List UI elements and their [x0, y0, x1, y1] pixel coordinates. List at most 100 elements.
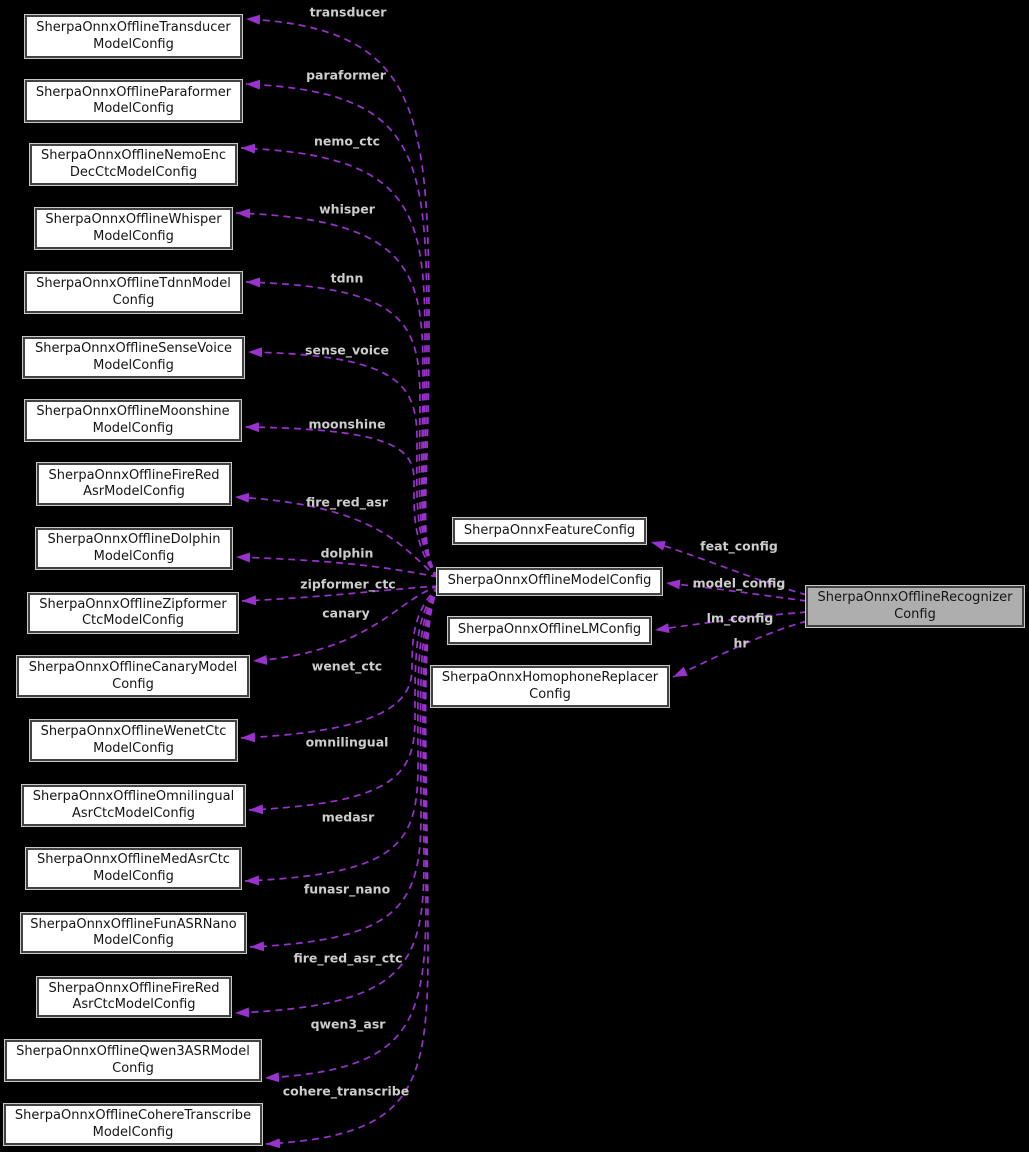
edge-sense-voice — [247, 347, 439, 579]
node-label-line: SherpaOnnxOfflineWenetCtc — [40, 724, 227, 740]
edge-label-fire-red-asr-ctc: fire_red_asr_ctc — [293, 950, 403, 966]
node-label-line: SherpaOnnxOfflineDolphin — [47, 532, 221, 548]
node-label-line: ModelConfig — [93, 357, 174, 373]
edge-lm-config — [654, 611, 808, 634]
node-sense-voice-model-config[interactable]: SherpaOnnxOfflineSenseVoice ModelConfig — [23, 337, 244, 378]
node-fire-red-asr-ctc-model-config[interactable]: SherpaOnnxOfflineFireRed AsrCtcModelConf… — [37, 977, 231, 1017]
node-label-line: SherpaOnnxOfflineOmnilingual — [32, 789, 235, 805]
node-moonshine-model-config[interactable]: SherpaOnnxOfflineMoonshine ModelConfig — [25, 400, 241, 441]
node-label-line: SherpaOnnxOfflineFireRed — [48, 467, 220, 483]
node-label-line: SherpaOnnxOfflineMedAsrCtc — [37, 852, 230, 868]
node-label-line: SherpaOnnxOfflineLMConfig — [457, 622, 642, 638]
edge-label-transducer: transducer — [309, 4, 387, 20]
node-wenet-ctc-model-config[interactable]: SherpaOnnxOfflineWenetCtc ModelConfig — [30, 720, 237, 761]
node-label-line: SherpaOnnxOfflineCohereTranscribe — [14, 1108, 252, 1124]
node-label-line: ModelConfig — [92, 420, 174, 436]
node-cohere-transcribe-model-config[interactable]: SherpaOnnxOfflineCohereTranscribe ModelC… — [4, 1104, 262, 1145]
node-offline-recognizer-config[interactable]: SherpaOnnxOfflineRecognizer Config — [806, 586, 1024, 627]
node-qwen3-asr-model-config[interactable]: SherpaOnnxOfflineQwen3ASRModel Config — [5, 1040, 261, 1081]
node-fun-asr-nano-model-config[interactable]: SherpaOnnxOfflineFunASRNano ModelConfig — [21, 913, 246, 953]
edge-label-omnilingual: omnilingual — [305, 734, 389, 750]
edge-label-feat-config: feat_config — [700, 538, 778, 554]
node-label-line: Config — [112, 292, 155, 308]
edge-tdnn — [245, 277, 439, 579]
edge-cohere-transcribe — [265, 585, 440, 1149]
node-nemo-enc-dec-ctc-model-config[interactable]: SherpaOnnxOfflineNemoEnc DecCtcModelConf… — [30, 144, 237, 185]
edge-nemo-ctc — [240, 143, 439, 579]
edge-medasr — [244, 585, 440, 886]
edge-model-config — [665, 579, 808, 602]
node-label-line: Config — [112, 676, 154, 692]
edge-label-moonshine: moonshine — [308, 416, 386, 432]
node-whisper-model-config[interactable]: SherpaOnnxOfflineWhisper ModelConfig — [35, 208, 232, 249]
node-label-line: SherpaOnnxOfflineFunASRNano — [30, 916, 237, 932]
edge-canary — [252, 585, 440, 665]
node-feature-config[interactable]: SherpaOnnxFeatureConfig — [453, 518, 646, 544]
edge-feat-config — [650, 541, 808, 596]
node-label-line: SherpaOnnxOfflineRecognizer — [817, 590, 1013, 606]
node-label-line: SherpaOnnxOfflineTdnnModel — [36, 276, 231, 292]
edge-fire-red-asr-ctc — [234, 585, 440, 1018]
edge-label-model-config: model_config — [692, 575, 786, 591]
node-label-line: SherpaOnnxOfflineCanaryModel — [28, 660, 238, 676]
node-label-line: SherpaOnnxOfflineMoonshine — [36, 404, 230, 420]
node-label-line: ModelConfig — [93, 36, 174, 52]
node-offline-lm-config[interactable]: SherpaOnnxOfflineLMConfig — [448, 617, 651, 644]
node-label-line: AsrModelConfig — [83, 484, 185, 499]
edge-label-whisper: whisper — [319, 201, 375, 217]
edge-fire-red-asr — [234, 492, 439, 579]
edge-label-tdnn: tdnn — [330, 270, 364, 286]
node-omnilingual-asr-ctc-model-config[interactable]: SherpaOnnxOfflineOmnilingual AsrCtcModel… — [22, 785, 245, 826]
edge-label-canary: canary — [322, 605, 370, 621]
edge-wenet-ctc — [240, 585, 440, 743]
node-label-line: AsrCtcModelConfig — [71, 805, 196, 821]
node-label-line: SherpaOnnxHomophoneReplacer — [441, 670, 659, 686]
node-label-line: SherpaOnnxOfflineZipformer — [39, 596, 227, 612]
edge-label-hr: hr — [733, 635, 749, 651]
node-label-line: ModelConfig — [92, 1124, 174, 1140]
edge-qwen3-asr — [264, 585, 440, 1083]
edge-moonshine — [244, 422, 439, 579]
edge-label-zipformer-ctc: zipformer_ctc — [300, 576, 396, 592]
node-label-line: SherpaOnnxFeatureConfig — [463, 522, 636, 538]
node-label-line: Config — [529, 686, 571, 702]
node-med-asr-ctc-model-config[interactable]: SherpaOnnxOfflineMedAsrCtc ModelConfig — [26, 848, 241, 889]
node-paraformer-model-config[interactable]: SherpaOnnxOfflineParaformer ModelConfig — [25, 80, 242, 122]
node-tdnn-model-config[interactable]: SherpaOnnxOfflineTdnnModel Config — [25, 272, 242, 313]
edge-hr — [672, 620, 808, 678]
node-transducer-model-config[interactable]: SherpaOnnxOfflineTransducer ModelConfig — [25, 15, 242, 58]
edge-label-funasr-nano: funasr_nano — [303, 881, 391, 897]
edge-label-nemo-ctc: nemo_ctc — [313, 133, 381, 149]
node-label-line: SherpaOnnxOfflineWhisper — [45, 212, 222, 228]
node-canary-model-config[interactable]: SherpaOnnxOfflineCanaryModel Config — [17, 656, 249, 697]
edge-paraformer — [245, 79, 439, 579]
edge-funasr-nano — [249, 585, 440, 952]
node-label-line: DecCtcModelConfig — [69, 164, 198, 180]
node-label-line: Config — [112, 1060, 154, 1076]
node-label-line: AsrCtcModelConfig — [72, 997, 196, 1012]
edge-zipformer-ctc — [241, 585, 440, 606]
node-label-line: ModelConfig — [93, 101, 174, 116]
node-label-line: ModelConfig — [93, 868, 174, 884]
node-label-line: ModelConfig — [93, 933, 174, 948]
node-label-line: CtcModelConfig — [81, 613, 185, 628]
node-label-line: SherpaOnnxOfflineQwen3ASRModel — [16, 1044, 250, 1060]
node-label-line: ModelConfig — [93, 548, 175, 564]
edge-omnilingual — [248, 585, 440, 815]
node-label-line: SherpaOnnxOfflineFireRed — [48, 980, 220, 996]
node-label-line: SherpaOnnxOfflineTransducer — [36, 20, 231, 36]
edge-label-cohere-transcribe: cohere_transcribe — [282, 1083, 410, 1099]
node-label-line: SherpaOnnxOfflineSenseVoice — [35, 341, 232, 357]
node-label-line: ModelConfig — [93, 740, 174, 756]
node-fire-red-asr-model-config[interactable]: SherpaOnnxOfflineFireRed AsrModelConfig — [37, 463, 231, 505]
edge-label-dolphin: dolphin — [320, 545, 374, 561]
node-homophone-replacer-config[interactable]: SherpaOnnxHomophoneReplacer Config — [431, 666, 669, 707]
node-label-line: SherpaOnnxOfflineParaformer — [35, 84, 232, 100]
node-label-line: Config — [894, 606, 936, 622]
edge-dolphin — [235, 552, 439, 578]
node-offline-model-config[interactable]: SherpaOnnxOfflineModelConfig — [437, 568, 662, 595]
node-zipformer-ctc-model-config[interactable]: SherpaOnnxOfflineZipformer CtcModelConfi… — [28, 593, 238, 633]
node-dolphin-model-config[interactable]: SherpaOnnxOfflineDolphin ModelConfig — [36, 528, 232, 569]
